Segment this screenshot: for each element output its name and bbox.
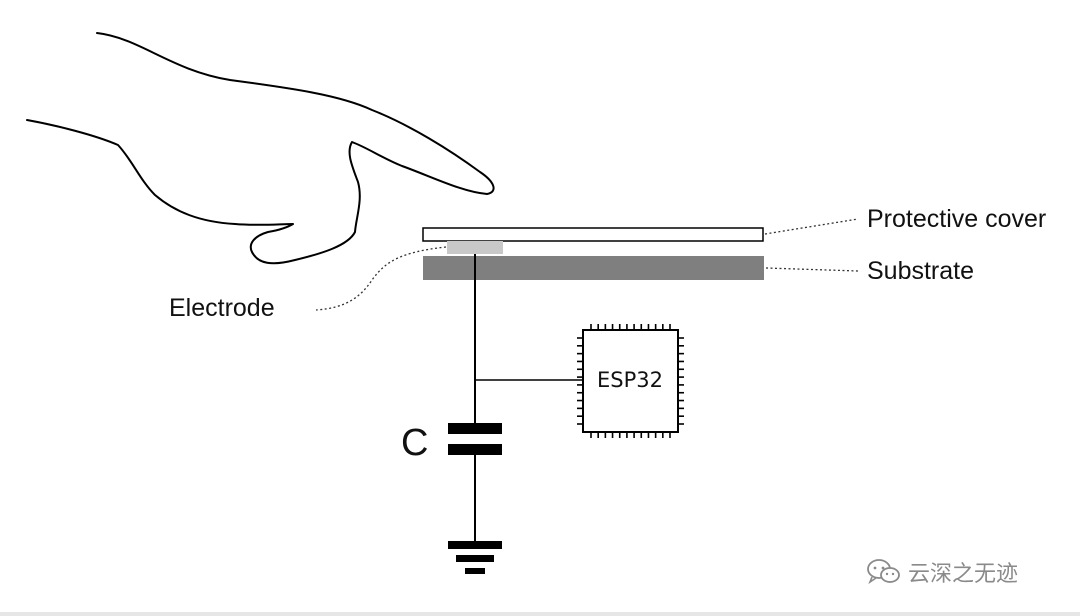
capacitor-plate-top [448,423,502,434]
capacitor-plate-bottom [448,444,502,455]
substrate-leader-line [765,267,859,272]
esp32-chip [582,329,679,433]
capacitor-label: C [401,422,429,464]
ground-bar-3 [465,568,485,574]
ground-bar-1 [448,541,502,549]
electrode-pad [447,241,503,254]
bottom-divider [0,612,1080,616]
chip-pins [577,324,684,438]
cover-leader-line [764,218,859,235]
watermark-text: 云深之无迹 [908,562,1019,587]
wechat-icon [867,559,900,585]
protective-cover-layer [422,227,764,242]
watermark: 云深之无迹 [866,556,1018,588]
hand-illustration [26,32,495,265]
ground-bar-2 [456,555,494,562]
electrode-leader-line [315,246,447,311]
protective-cover-label: Protective cover [867,205,1047,233]
substrate-label: Substrate [867,257,975,285]
substrate-layer [423,256,764,280]
chip-label: ESP32 [597,368,663,392]
electrode-label: Electrode [169,294,275,322]
